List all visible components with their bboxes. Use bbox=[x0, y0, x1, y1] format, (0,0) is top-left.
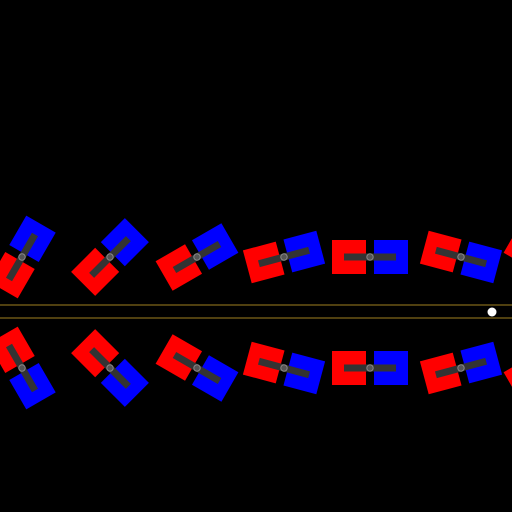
magnet-pivot bbox=[366, 253, 374, 261]
magnet-row-top bbox=[0, 215, 512, 299]
magnet-pivot bbox=[18, 364, 26, 372]
magnet-top-3 bbox=[155, 223, 239, 291]
magnet-bottom-4 bbox=[242, 341, 326, 395]
magnet-pivot bbox=[366, 364, 374, 372]
magnet-pivot bbox=[193, 364, 201, 372]
rolling-ball bbox=[487, 307, 497, 317]
magnet-pivot bbox=[106, 253, 114, 261]
magnet-top-1 bbox=[0, 215, 56, 299]
magnet-row-bottom bbox=[0, 326, 512, 410]
magnet-bottom-3 bbox=[155, 334, 239, 402]
magnet-bottom-2 bbox=[71, 329, 149, 407]
magnet-bottom-6 bbox=[419, 341, 503, 395]
magnet-top-6 bbox=[419, 230, 503, 284]
magnet-pivot bbox=[280, 253, 288, 261]
magnet-pivot bbox=[193, 253, 201, 261]
magnet-top-4 bbox=[242, 230, 326, 284]
magnet-pivot bbox=[280, 364, 288, 372]
magnet-pivot bbox=[106, 364, 114, 372]
magnet-bottom-1 bbox=[0, 326, 56, 410]
magnet-top-5 bbox=[332, 240, 408, 274]
magnet-pivot bbox=[18, 253, 26, 261]
magnet-pivot bbox=[457, 253, 465, 261]
magnet-bottom-5 bbox=[332, 351, 408, 385]
magnet-top-2 bbox=[71, 218, 149, 296]
magnet-pivot bbox=[457, 364, 465, 372]
